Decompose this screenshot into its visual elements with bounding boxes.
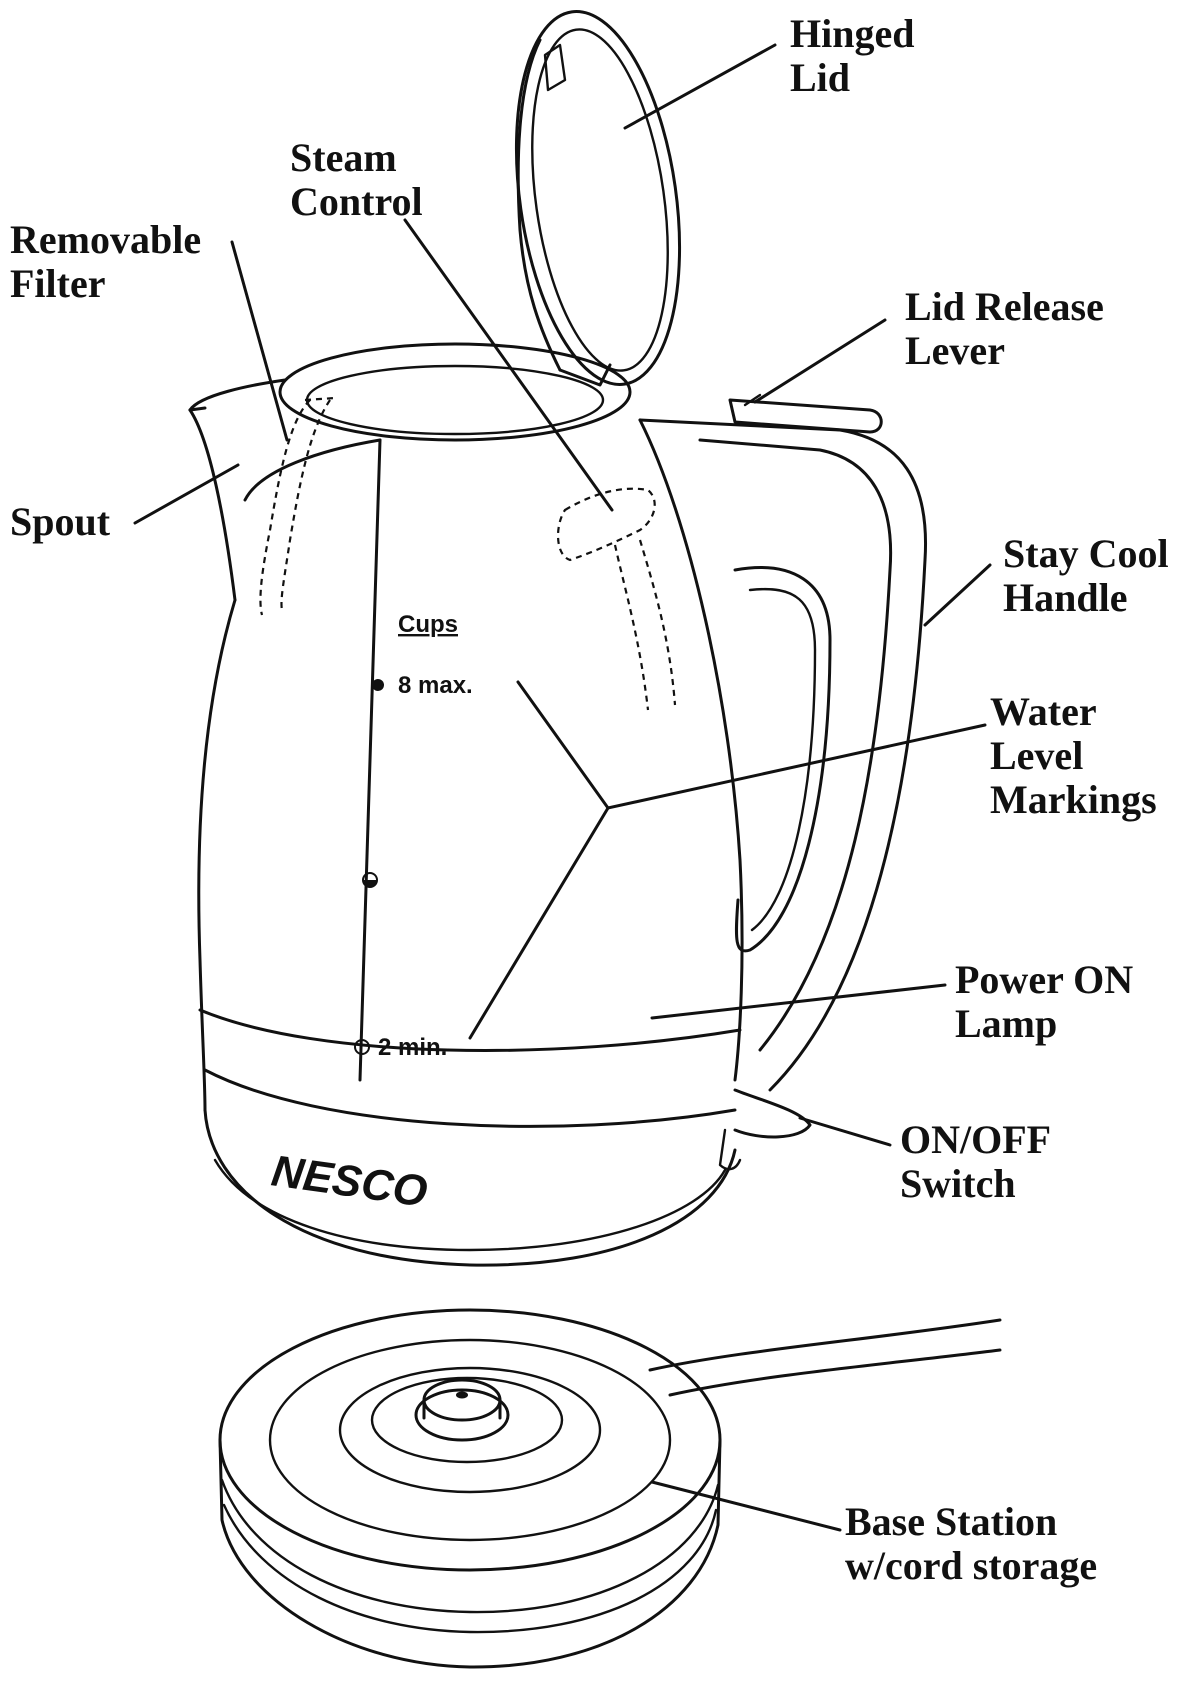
leader-lines: [133, 43, 992, 1532]
label-removable-filter-line2: Filter: [10, 261, 106, 306]
brand-logo: NESCO: [269, 1146, 431, 1216]
label-steam-control: Steam Control: [290, 136, 423, 224]
label-on-off-switch: ON/OFF Switch: [900, 1118, 1051, 1206]
label-spout-line1: Spout: [10, 499, 111, 544]
max-mark: 8 max.: [398, 672, 473, 699]
min-mark: 2 min.: [378, 1034, 447, 1061]
label-steam-control-line2: Control: [290, 179, 423, 224]
label-hinged-lid: Hinged Lid: [790, 12, 914, 100]
cups-heading: Cups: [398, 611, 458, 638]
label-hinged-lid-line2: Lid: [790, 55, 851, 100]
label-power-on-lamp-line2: Lamp: [955, 1001, 1058, 1046]
label-spout: Spout: [10, 500, 110, 544]
label-lid-release-lever: Lid Release Lever: [905, 285, 1104, 373]
label-stay-cool-handle-line2: Handle: [1003, 575, 1128, 620]
label-on-off-switch-line1: ON/OFF: [900, 1117, 1052, 1162]
label-steam-control-line1: Steam: [290, 135, 397, 180]
label-water-level-markings-line2: Level: [990, 733, 1084, 778]
label-lid-release-lever-line1: Lid Release: [905, 284, 1104, 329]
label-stay-cool-handle: Stay Cool Handle: [1003, 532, 1169, 620]
label-stay-cool-handle-line1: Stay Cool: [1003, 531, 1169, 576]
hinged-lid-drawing: [514, 10, 682, 387]
label-removable-filter-line1: Removable: [10, 217, 202, 262]
label-hinged-lid-line1: Hinged: [790, 11, 915, 56]
label-lid-release-lever-line2: Lever: [905, 328, 1005, 373]
kettle-body-drawing: Cups 8 max. 2 min. NESCO: [188, 342, 928, 1267]
label-power-on-lamp: Power ON Lamp: [955, 958, 1133, 1046]
label-water-level-markings: Water Level Markings: [990, 690, 1157, 822]
label-removable-filter: Removable Filter: [10, 218, 201, 306]
label-base-station-line1: Base Station: [845, 1499, 1058, 1544]
label-base-station-line2: w/cord storage: [845, 1543, 1098, 1588]
label-power-on-lamp-line1: Power ON: [955, 957, 1134, 1002]
label-water-level-markings-line3: Markings: [990, 777, 1157, 822]
base-station-drawing: [218, 1308, 1002, 1669]
label-base-station: Base Station w/cord storage: [845, 1500, 1097, 1588]
label-water-level-markings-line1: Water: [990, 689, 1097, 734]
label-on-off-switch-line2: Switch: [900, 1161, 1016, 1206]
